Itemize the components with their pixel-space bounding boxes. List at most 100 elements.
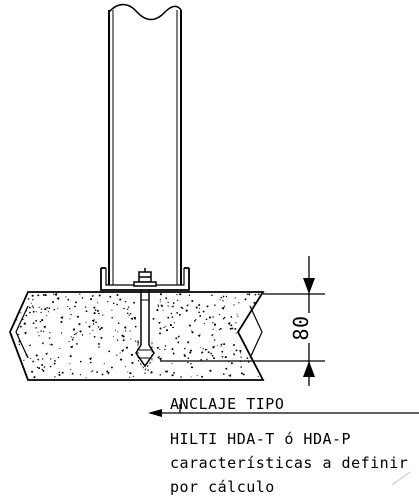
concrete-dot <box>159 299 162 301</box>
concrete-dot <box>124 366 126 368</box>
concrete-dot <box>75 301 77 304</box>
concrete-dot <box>197 334 201 338</box>
concrete-dot <box>89 361 92 364</box>
concrete-dot <box>211 345 215 349</box>
concrete-dot <box>247 292 251 296</box>
concrete-dot <box>240 356 242 358</box>
concrete-dot <box>93 336 96 338</box>
concrete-dot <box>53 308 56 311</box>
concrete-dot <box>120 349 125 353</box>
concrete-dot <box>230 324 233 327</box>
concrete-dot <box>125 346 128 349</box>
concrete-dot <box>111 317 113 319</box>
concrete-dot <box>188 294 191 296</box>
concrete-dot <box>246 357 249 359</box>
concrete-dot <box>191 331 194 334</box>
concrete-dot <box>35 319 37 322</box>
concrete-dot <box>13 309 15 311</box>
concrete-dot <box>158 357 162 361</box>
concrete-dot <box>225 295 228 298</box>
concrete-dot <box>198 311 201 314</box>
concrete-dot <box>207 351 210 354</box>
concrete-dot <box>14 313 17 316</box>
concrete-dot <box>54 360 56 362</box>
concrete-dot <box>246 293 249 295</box>
concrete-dot <box>180 376 182 378</box>
concrete-dot <box>81 297 84 299</box>
concrete-dot <box>40 311 42 314</box>
concrete-dot <box>98 294 101 297</box>
concrete-dot <box>122 339 125 342</box>
concrete-dot <box>117 322 120 324</box>
concrete-dot <box>11 334 13 336</box>
concrete-dot <box>220 345 222 348</box>
concrete-dot <box>191 299 194 303</box>
concrete-dot <box>108 350 111 353</box>
concrete-dot <box>79 293 81 295</box>
concrete-dot <box>22 359 25 362</box>
concrete-dot <box>144 372 146 374</box>
concrete-dot <box>223 343 226 346</box>
concrete-dot <box>92 323 95 325</box>
concrete-dot <box>254 293 257 296</box>
concrete-dot <box>56 296 60 301</box>
concrete-dot <box>107 300 109 303</box>
callout-title: ANCLAJE TIPO <box>170 395 284 413</box>
concrete-dot <box>260 321 263 324</box>
concrete-dot <box>29 311 31 314</box>
concrete-dot <box>72 337 74 339</box>
concrete-dot <box>183 353 186 356</box>
concrete-dot <box>69 345 74 349</box>
concrete-dot <box>242 373 245 376</box>
concrete-dot <box>117 331 119 333</box>
concrete-dot <box>49 344 51 346</box>
concrete-dot <box>60 320 63 323</box>
concrete-dot <box>233 353 235 355</box>
concrete-dot <box>132 375 135 378</box>
concrete-dot <box>211 354 214 357</box>
concrete-dot <box>112 336 114 338</box>
concrete-dot <box>193 320 196 322</box>
anchor-bolt <box>133 268 157 371</box>
concrete-dot <box>114 329 117 331</box>
concrete-dot <box>222 295 225 298</box>
concrete-dot <box>69 318 71 320</box>
concrete-dot <box>222 300 224 302</box>
concrete-dot <box>39 320 42 323</box>
concrete-dot <box>65 296 67 298</box>
concrete-dot <box>195 306 198 309</box>
concrete-dot <box>225 367 228 370</box>
concrete-dot <box>49 358 52 360</box>
concrete-dot <box>202 348 204 350</box>
concrete-dot <box>100 336 103 339</box>
concrete-dot <box>32 310 35 313</box>
concrete-dot <box>98 346 100 348</box>
concrete-dot <box>258 331 261 334</box>
concrete-dot <box>28 344 31 347</box>
concrete-dot <box>210 334 214 337</box>
concrete-dot <box>234 297 236 299</box>
concrete-dot <box>199 314 202 317</box>
concrete-dot <box>41 342 44 345</box>
concrete-dot <box>58 373 61 376</box>
concrete-dot <box>85 377 87 379</box>
concrete-dot <box>214 304 216 306</box>
concrete-dot <box>165 329 169 332</box>
concrete-dot <box>124 330 127 332</box>
concrete-dot <box>201 375 204 378</box>
concrete-dot <box>248 361 250 363</box>
concrete-dot <box>48 337 51 340</box>
concrete-dot <box>36 358 40 361</box>
concrete-dot <box>31 370 34 373</box>
concrete-dot <box>199 307 201 310</box>
concrete-dot <box>160 304 163 307</box>
concrete-dot <box>13 356 16 359</box>
concrete-dot <box>129 313 132 315</box>
concrete-dot <box>212 322 214 324</box>
concrete-dot <box>18 371 21 374</box>
concrete-dot <box>66 305 69 308</box>
concrete-dot <box>187 357 190 360</box>
concrete-dot <box>181 307 184 310</box>
